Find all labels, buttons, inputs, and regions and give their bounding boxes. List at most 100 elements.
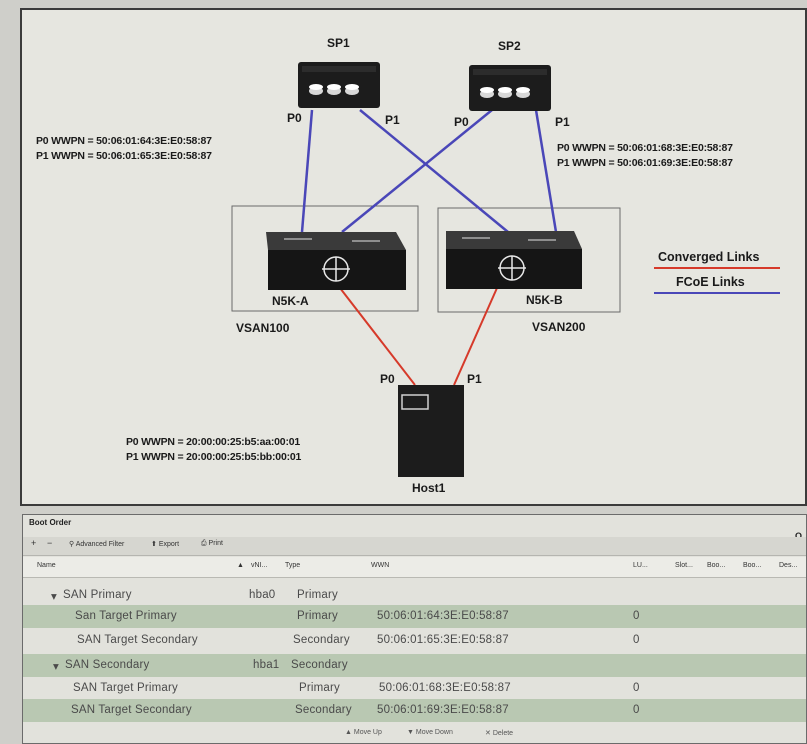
sp1-label: SP1 bbox=[327, 36, 350, 50]
row-type: Secondary bbox=[293, 634, 350, 646]
print-button[interactable]: ⎙ Print bbox=[201, 540, 223, 548]
remove-button[interactable]: − bbox=[47, 538, 53, 548]
sp1-storage-icon bbox=[298, 62, 380, 108]
col-desc[interactable]: Des... bbox=[779, 562, 798, 569]
print-icon: ⎙ bbox=[201, 540, 209, 547]
expand-icon[interactable]: ▾ bbox=[53, 661, 59, 673]
move-down-button[interactable]: ▼ Move Down bbox=[407, 729, 453, 736]
boot-order-panel: Boot Order O + − ⚲ Advanced Filter ⬆ Exp… bbox=[22, 514, 807, 744]
print-label: Print bbox=[208, 540, 223, 547]
row-type: Secondary bbox=[291, 659, 348, 671]
sp2-p0-wwpn: P0 WWPN = 50:06:01:68:3E:E0:58:87 bbox=[557, 142, 733, 154]
n5k-a-switch-icon bbox=[266, 232, 406, 290]
row-type: Primary bbox=[299, 682, 341, 694]
boot-order-title: Boot Order bbox=[29, 518, 72, 527]
row-name: SAN Target Primary bbox=[73, 682, 178, 694]
row-wwn: 50:06:01:69:3E:E0:58:87 bbox=[377, 704, 509, 716]
legend-converged-label: Converged Links bbox=[658, 250, 760, 264]
col-type[interactable]: Type bbox=[285, 562, 301, 569]
host1-label: Host1 bbox=[412, 481, 446, 495]
vsan100-box bbox=[231, 205, 419, 312]
fcoe-link-sp1p0-n5ka bbox=[300, 109, 314, 233]
sp2-p1-wwpn: P1 WWPN = 50:06:01:69:3E:E0:58:87 bbox=[557, 157, 733, 169]
row-lun: 0 bbox=[633, 634, 640, 646]
host-p1-label: P1 bbox=[467, 372, 482, 386]
col-boot1[interactable]: Boo... bbox=[707, 562, 726, 569]
converged-link-n5kb-host bbox=[453, 287, 498, 386]
delete-label: Delete bbox=[492, 730, 514, 737]
delete-icon: ✕ bbox=[485, 730, 493, 737]
row-name: SAN Target Secondary bbox=[71, 704, 192, 716]
sp1-p0-label: P0 bbox=[287, 111, 302, 125]
sp2-label: SP2 bbox=[498, 39, 521, 53]
fcoe-link-sp2p0-n5ka bbox=[341, 109, 493, 233]
table-row[interactable]: SAN Target Secondary Secondary 50:06:01:… bbox=[23, 629, 806, 652]
row-vnic: hba1 bbox=[253, 659, 280, 671]
table-row[interactable]: ▾ SAN Secondary hba1 Secondary bbox=[23, 654, 806, 677]
topology-canvas bbox=[231, 62, 780, 477]
row-name: SAN Secondary bbox=[65, 659, 150, 671]
sp2-storage-icon bbox=[469, 65, 551, 111]
col-boot2[interactable]: Boo... bbox=[743, 562, 762, 569]
host1-server-icon bbox=[398, 385, 464, 477]
col-name[interactable]: Name bbox=[37, 562, 56, 569]
table-row[interactable]: SAN Target Secondary Secondary 50:06:01:… bbox=[23, 699, 806, 722]
table-row[interactable]: SAN Target Primary Primary 50:06:01:68:3… bbox=[23, 677, 806, 700]
sp1-p1-wwpn: P1 WWPN = 50:06:01:65:3E:E0:58:87 bbox=[36, 150, 212, 162]
row-name: SAN Primary bbox=[63, 589, 132, 601]
delete-button[interactable]: ✕ Delete bbox=[485, 729, 513, 737]
topology-diagram: SP1 SP2 P0 P1 P0 P1 P0 WWPN = 50:06:01:6… bbox=[20, 8, 807, 506]
col-lun[interactable]: LU... bbox=[633, 562, 648, 569]
col-slot[interactable]: Slot... bbox=[675, 562, 693, 569]
row-name: SAN Target Secondary bbox=[77, 634, 198, 646]
boot-order-toolbar: + − ⚲ Advanced Filter ⬆ Export ⎙ Print bbox=[23, 537, 806, 556]
row-type: Primary bbox=[297, 589, 339, 601]
col-wwn[interactable]: WWN bbox=[371, 562, 390, 569]
arrow-down-icon: ▼ bbox=[407, 729, 416, 736]
row-wwn: 50:06:01:65:3E:E0:58:87 bbox=[377, 634, 509, 646]
advanced-filter-label: Advanced Filter bbox=[75, 541, 125, 548]
move-down-label: Move Down bbox=[415, 729, 453, 736]
fcoe-link-sp1p1-n5kb bbox=[359, 109, 509, 233]
table-row[interactable]: San Target Primary Primary 50:06:01:64:3… bbox=[23, 605, 806, 628]
export-icon: ⬆ bbox=[151, 541, 159, 548]
fcoe-link-sp2p1-n5kb bbox=[534, 109, 558, 233]
panel-corner-mark: O bbox=[794, 531, 802, 541]
export-label: Export bbox=[158, 541, 180, 548]
move-up-label: Move Up bbox=[353, 729, 382, 736]
boot-order-actions: ▲ Move Up ▼ Move Down ✕ Delete bbox=[23, 727, 806, 743]
advanced-filter-button[interactable]: ⚲ Advanced Filter bbox=[69, 540, 124, 548]
row-type: Primary bbox=[297, 610, 339, 622]
legend-fcoe-label: FCoE Links bbox=[676, 275, 745, 289]
sp2-p0-label: P0 bbox=[454, 115, 469, 129]
host-p1-wwpn: P1 WWPN = 20:00:00:25:b5:bb:00:01 bbox=[126, 451, 302, 463]
row-type: Secondary bbox=[295, 704, 352, 716]
host-p0-label: P0 bbox=[380, 372, 395, 386]
boot-order-table-header: Name ▲ vNI... Type WWN LU... Slot... Boo… bbox=[23, 557, 806, 578]
vsan100-label: VSAN100 bbox=[236, 321, 290, 335]
n5k-a-label: N5K-A bbox=[272, 294, 309, 308]
vsan200-box bbox=[437, 207, 621, 313]
expand-icon[interactable]: ▾ bbox=[51, 591, 57, 603]
move-up-button[interactable]: ▲ Move Up bbox=[345, 729, 382, 736]
converged-link-n5ka-host bbox=[339, 287, 416, 386]
table-row[interactable]: ▾ SAN Primary hba0 Primary bbox=[23, 584, 806, 607]
sp2-p1-label: P1 bbox=[555, 115, 570, 129]
row-vnic: hba0 bbox=[249, 589, 276, 601]
n5k-b-switch-icon bbox=[446, 231, 582, 289]
row-wwn: 50:06:01:68:3E:E0:58:87 bbox=[379, 682, 511, 694]
sp1-p1-label: P1 bbox=[385, 113, 400, 127]
n5k-b-label: N5K-B bbox=[526, 293, 563, 307]
row-lun: 0 bbox=[633, 682, 640, 694]
row-name: San Target Primary bbox=[75, 610, 177, 622]
row-wwn: 50:06:01:64:3E:E0:58:87 bbox=[377, 610, 509, 622]
sp1-p0-wwpn: P0 WWPN = 50:06:01:64:3E:E0:58:87 bbox=[36, 135, 212, 147]
vsan200-label: VSAN200 bbox=[532, 320, 586, 334]
col-sort[interactable]: ▲ bbox=[237, 562, 244, 569]
export-button[interactable]: ⬆ Export bbox=[151, 540, 179, 548]
filter-icon: ⚲ bbox=[69, 541, 76, 548]
add-button[interactable]: + bbox=[31, 538, 37, 548]
col-vnic[interactable]: vNI... bbox=[251, 562, 268, 569]
row-lun: 0 bbox=[633, 610, 640, 622]
row-lun: 0 bbox=[633, 704, 640, 716]
